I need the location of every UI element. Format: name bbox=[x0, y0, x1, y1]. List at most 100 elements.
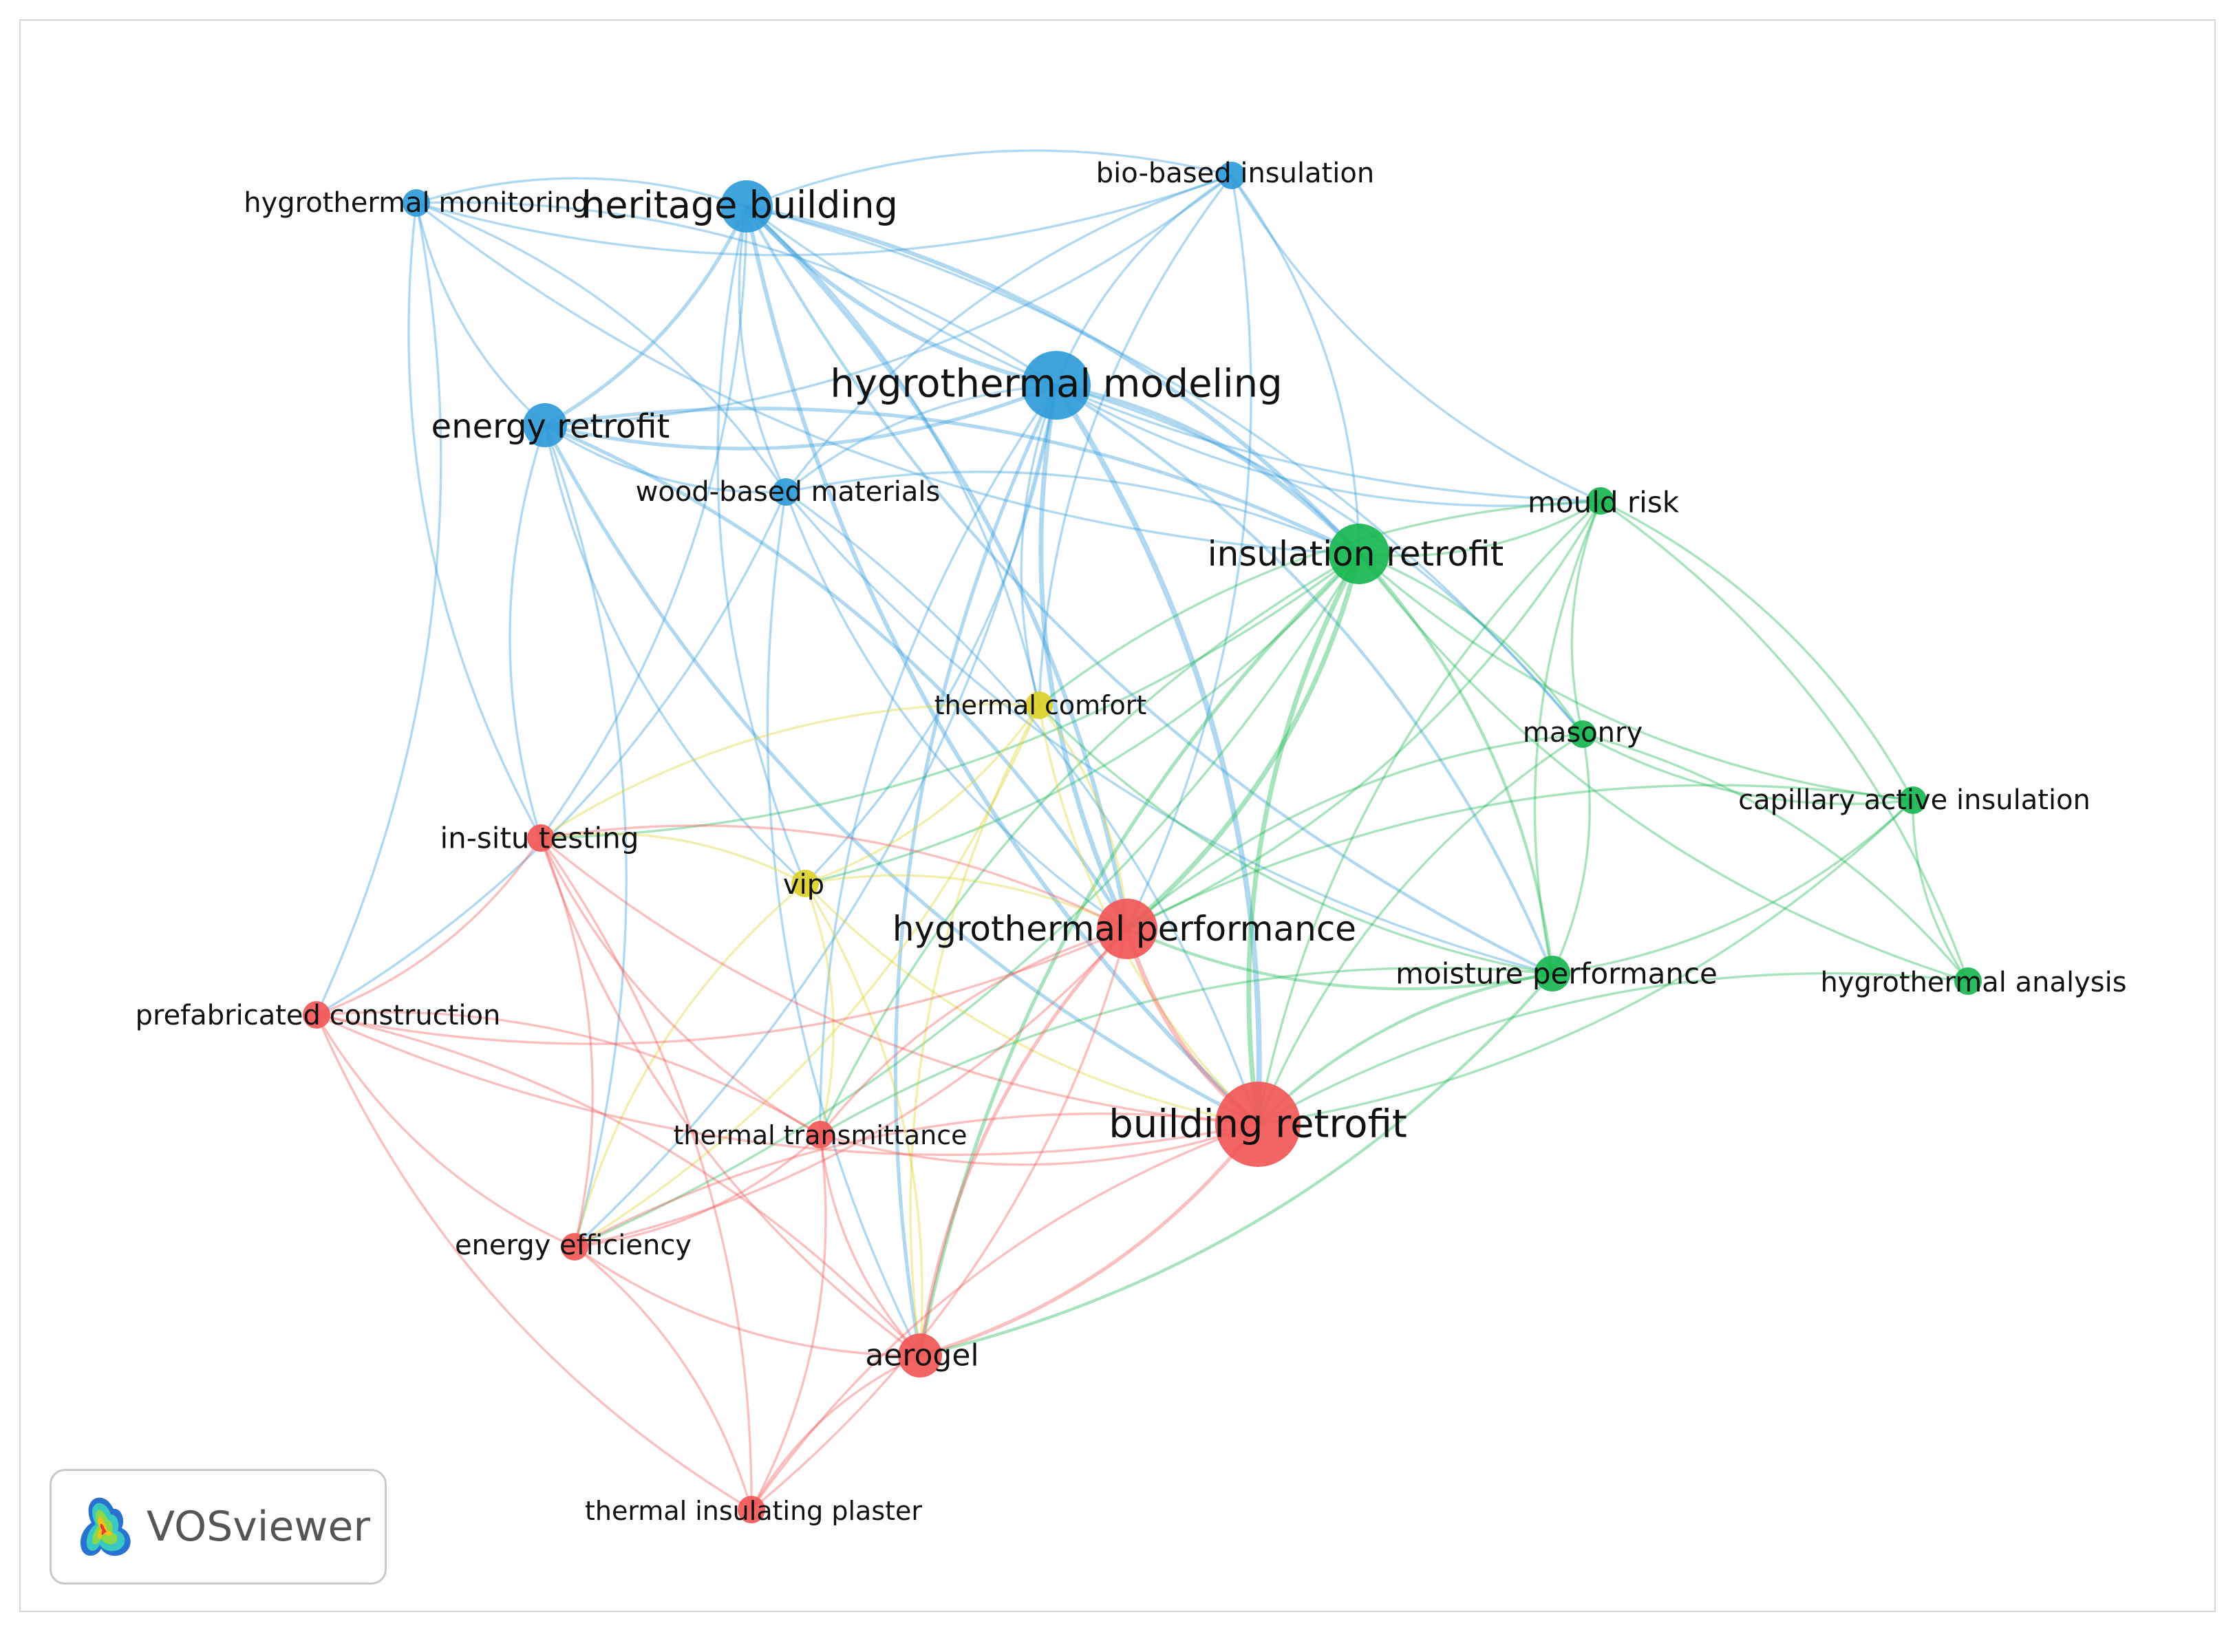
link-vip-in-situ-testing bbox=[540, 832, 806, 885]
link-in-situ-testing-aerogel bbox=[539, 837, 921, 1357]
link-hygrothermal-monitoring-energy-retrofit bbox=[415, 202, 546, 427]
node-aerogel[interactable] bbox=[898, 1333, 942, 1377]
node-heritage-building[interactable] bbox=[720, 180, 773, 233]
link-insulation-retrofit-capillary-active-insulation bbox=[1358, 553, 1914, 802]
link-hygrothermal-modeling-hygrothermal-performance bbox=[1038, 385, 1130, 930]
node-in-situ-testing[interactable] bbox=[527, 824, 555, 852]
link-moisture-performance-building-retrofit bbox=[1256, 972, 1553, 1126]
label-capillary-active-insulation: capillary active insulation bbox=[1738, 784, 2090, 816]
link-insulation-retrofit-building-retrofit bbox=[1246, 553, 1362, 1125]
node-mould-risk[interactable] bbox=[1587, 487, 1614, 515]
link-in-situ-testing-thermal-insulating-plaster bbox=[539, 837, 753, 1510]
label-thermal-comfort: thermal comfort bbox=[934, 690, 1147, 720]
node-wood-based-materials[interactable] bbox=[772, 478, 800, 506]
link-hygrothermal-performance-thermal-transmittance bbox=[819, 927, 1128, 1136]
link-energy-retrofit-vip bbox=[544, 425, 806, 885]
label-vip: vip bbox=[783, 869, 824, 901]
label-moisture-performance: moisture performance bbox=[1395, 957, 1718, 991]
nodes-layer bbox=[303, 162, 1982, 1523]
link-aerogel-thermal-insulating-plaster bbox=[750, 1354, 921, 1510]
link-hygrothermal-monitoring-wood-based-materials bbox=[416, 202, 787, 493]
link-hygrothermal-modeling-wood-based-materials bbox=[784, 384, 1057, 493]
label-aerogel: aerogel bbox=[865, 1338, 979, 1373]
link-in-situ-testing-prefabricated-construction bbox=[316, 837, 542, 1016]
node-thermal-comfort[interactable] bbox=[1025, 691, 1053, 719]
links-layer bbox=[315, 149, 1969, 1511]
link-prefabricated-construction-energy-efficiency bbox=[315, 1014, 575, 1248]
link-hygrothermal-monitoring-hygrothermal-modeling bbox=[416, 201, 1057, 387]
link-thermal-transmittance-thermal-insulating-plaster bbox=[750, 1134, 827, 1510]
link-bio-based-insulation-wood-based-materials bbox=[784, 174, 1232, 493]
link-moisture-performance-aerogel bbox=[919, 972, 1554, 1358]
node-moisture-performance[interactable] bbox=[1534, 956, 1570, 991]
link-moisture-performance-thermal-transmittance bbox=[820, 967, 1553, 1136]
link-capillary-active-insulation-hygrothermal-analysis bbox=[1912, 800, 1969, 982]
link-hygrothermal-modeling-thermal-comfort bbox=[1020, 385, 1058, 706]
link-hygrothermal-modeling-building-retrofit bbox=[1054, 383, 1262, 1125]
link-vip-building-retrofit bbox=[804, 882, 1259, 1126]
link-masonry-hygrothermal-analysis bbox=[1582, 733, 1969, 983]
link-heritage-building-masonry bbox=[746, 205, 1584, 736]
node-bio-based-insulation[interactable] bbox=[1218, 162, 1245, 189]
link-building-retrofit-aerogel bbox=[919, 1123, 1260, 1358]
node-hygrothermal-performance[interactable] bbox=[1097, 899, 1157, 959]
link-heritage-building-thermal-comfort bbox=[745, 205, 1040, 706]
node-energy-efficiency[interactable] bbox=[561, 1233, 588, 1261]
link-thermal-comfort-aerogel bbox=[909, 705, 1040, 1356]
link-mould-risk-hygrothermal-analysis bbox=[1600, 500, 1969, 982]
label-in-situ-testing: in-situ testing bbox=[440, 822, 639, 855]
link-vip-hygrothermal-performance bbox=[804, 874, 1128, 930]
link-insulation-retrofit-hygrothermal-analysis bbox=[1358, 553, 1969, 983]
label-thermal-transmittance: thermal transmittance bbox=[674, 1120, 967, 1150]
link-wood-based-materials-moisture-performance bbox=[784, 491, 1553, 975]
link-vip-aerogel bbox=[804, 883, 923, 1356]
link-mould-risk-masonry bbox=[1570, 500, 1602, 735]
link-heritage-building-moisture-performance bbox=[745, 205, 1553, 975]
label-hygrothermal-modeling: hygrothermal modeling bbox=[830, 362, 1282, 407]
node-building-retrofit[interactable] bbox=[1215, 1082, 1301, 1167]
link-heritage-building-in-situ-testing bbox=[539, 206, 748, 839]
node-energy-retrofit[interactable] bbox=[523, 403, 567, 447]
link-wood-based-materials-aerogel bbox=[766, 491, 921, 1356]
node-masonry[interactable] bbox=[1569, 720, 1596, 748]
node-hygrothermal-modeling[interactable] bbox=[1022, 351, 1091, 420]
link-hygrothermal-performance-prefabricated-construction bbox=[316, 927, 1128, 1045]
link-moisture-performance-thermal-comfort bbox=[1038, 704, 1553, 975]
link-bio-based-insulation-mould-risk bbox=[1230, 175, 1601, 502]
node-hygrothermal-analysis[interactable] bbox=[1954, 967, 1982, 995]
node-prefabricated-construction[interactable] bbox=[303, 1001, 330, 1029]
link-insulation-retrofit-thermal-transmittance bbox=[819, 553, 1360, 1135]
link-insulation-retrofit-moisture-performance bbox=[1358, 553, 1554, 974]
link-in-situ-testing-energy-efficiency bbox=[539, 837, 594, 1247]
link-bio-based-insulation-hygrothermal-performance bbox=[1126, 175, 1252, 930]
link-hygrothermal-modeling-thermal-transmittance bbox=[819, 385, 1058, 1135]
node-vip[interactable] bbox=[791, 870, 819, 897]
node-capillary-active-insulation[interactable] bbox=[1899, 786, 1927, 814]
link-masonry-building-retrofit bbox=[1256, 733, 1583, 1125]
link-energy-retrofit-hygrothermal-performance bbox=[544, 423, 1129, 930]
link-hygrothermal-modeling-masonry bbox=[1056, 384, 1584, 736]
link-thermal-comfort-vip bbox=[804, 705, 1040, 885]
link-bio-based-insulation-energy-retrofit bbox=[544, 174, 1233, 427]
node-thermal-transmittance[interactable] bbox=[806, 1121, 834, 1148]
link-energy-retrofit-insulation-retrofit bbox=[544, 407, 1360, 556]
link-in-situ-testing-building-retrofit bbox=[539, 837, 1259, 1126]
link-wood-based-materials-insulation-retrofit bbox=[785, 471, 1360, 555]
link-hygrothermal-performance-thermal-insulating-plaster bbox=[750, 928, 1129, 1511]
link-thermal-transmittance-aerogel bbox=[819, 1134, 921, 1357]
node-thermal-insulating-plaster[interactable] bbox=[738, 1496, 765, 1523]
label-wood-based-materials: wood-based materials bbox=[636, 476, 941, 508]
link-energy-efficiency-aerogel bbox=[574, 1245, 921, 1357]
link-building-retrofit-energy-efficiency bbox=[574, 1112, 1259, 1248]
link-hygrothermal-monitoring-in-situ-testing bbox=[407, 202, 542, 839]
link-mould-risk-building-retrofit bbox=[1256, 500, 1602, 1125]
link-hygrothermal-monitoring-insulation-retrofit bbox=[415, 202, 1360, 555]
link-hygrothermal-monitoring-heritage-building bbox=[416, 177, 747, 208]
link-hygrothermal-performance-aerogel bbox=[918, 927, 1129, 1356]
node-insulation-retrofit[interactable] bbox=[1329, 524, 1389, 584]
vosviewer-logo: VOSviewer bbox=[50, 1469, 387, 1585]
node-hygrothermal-monitoring[interactable] bbox=[403, 189, 430, 217]
